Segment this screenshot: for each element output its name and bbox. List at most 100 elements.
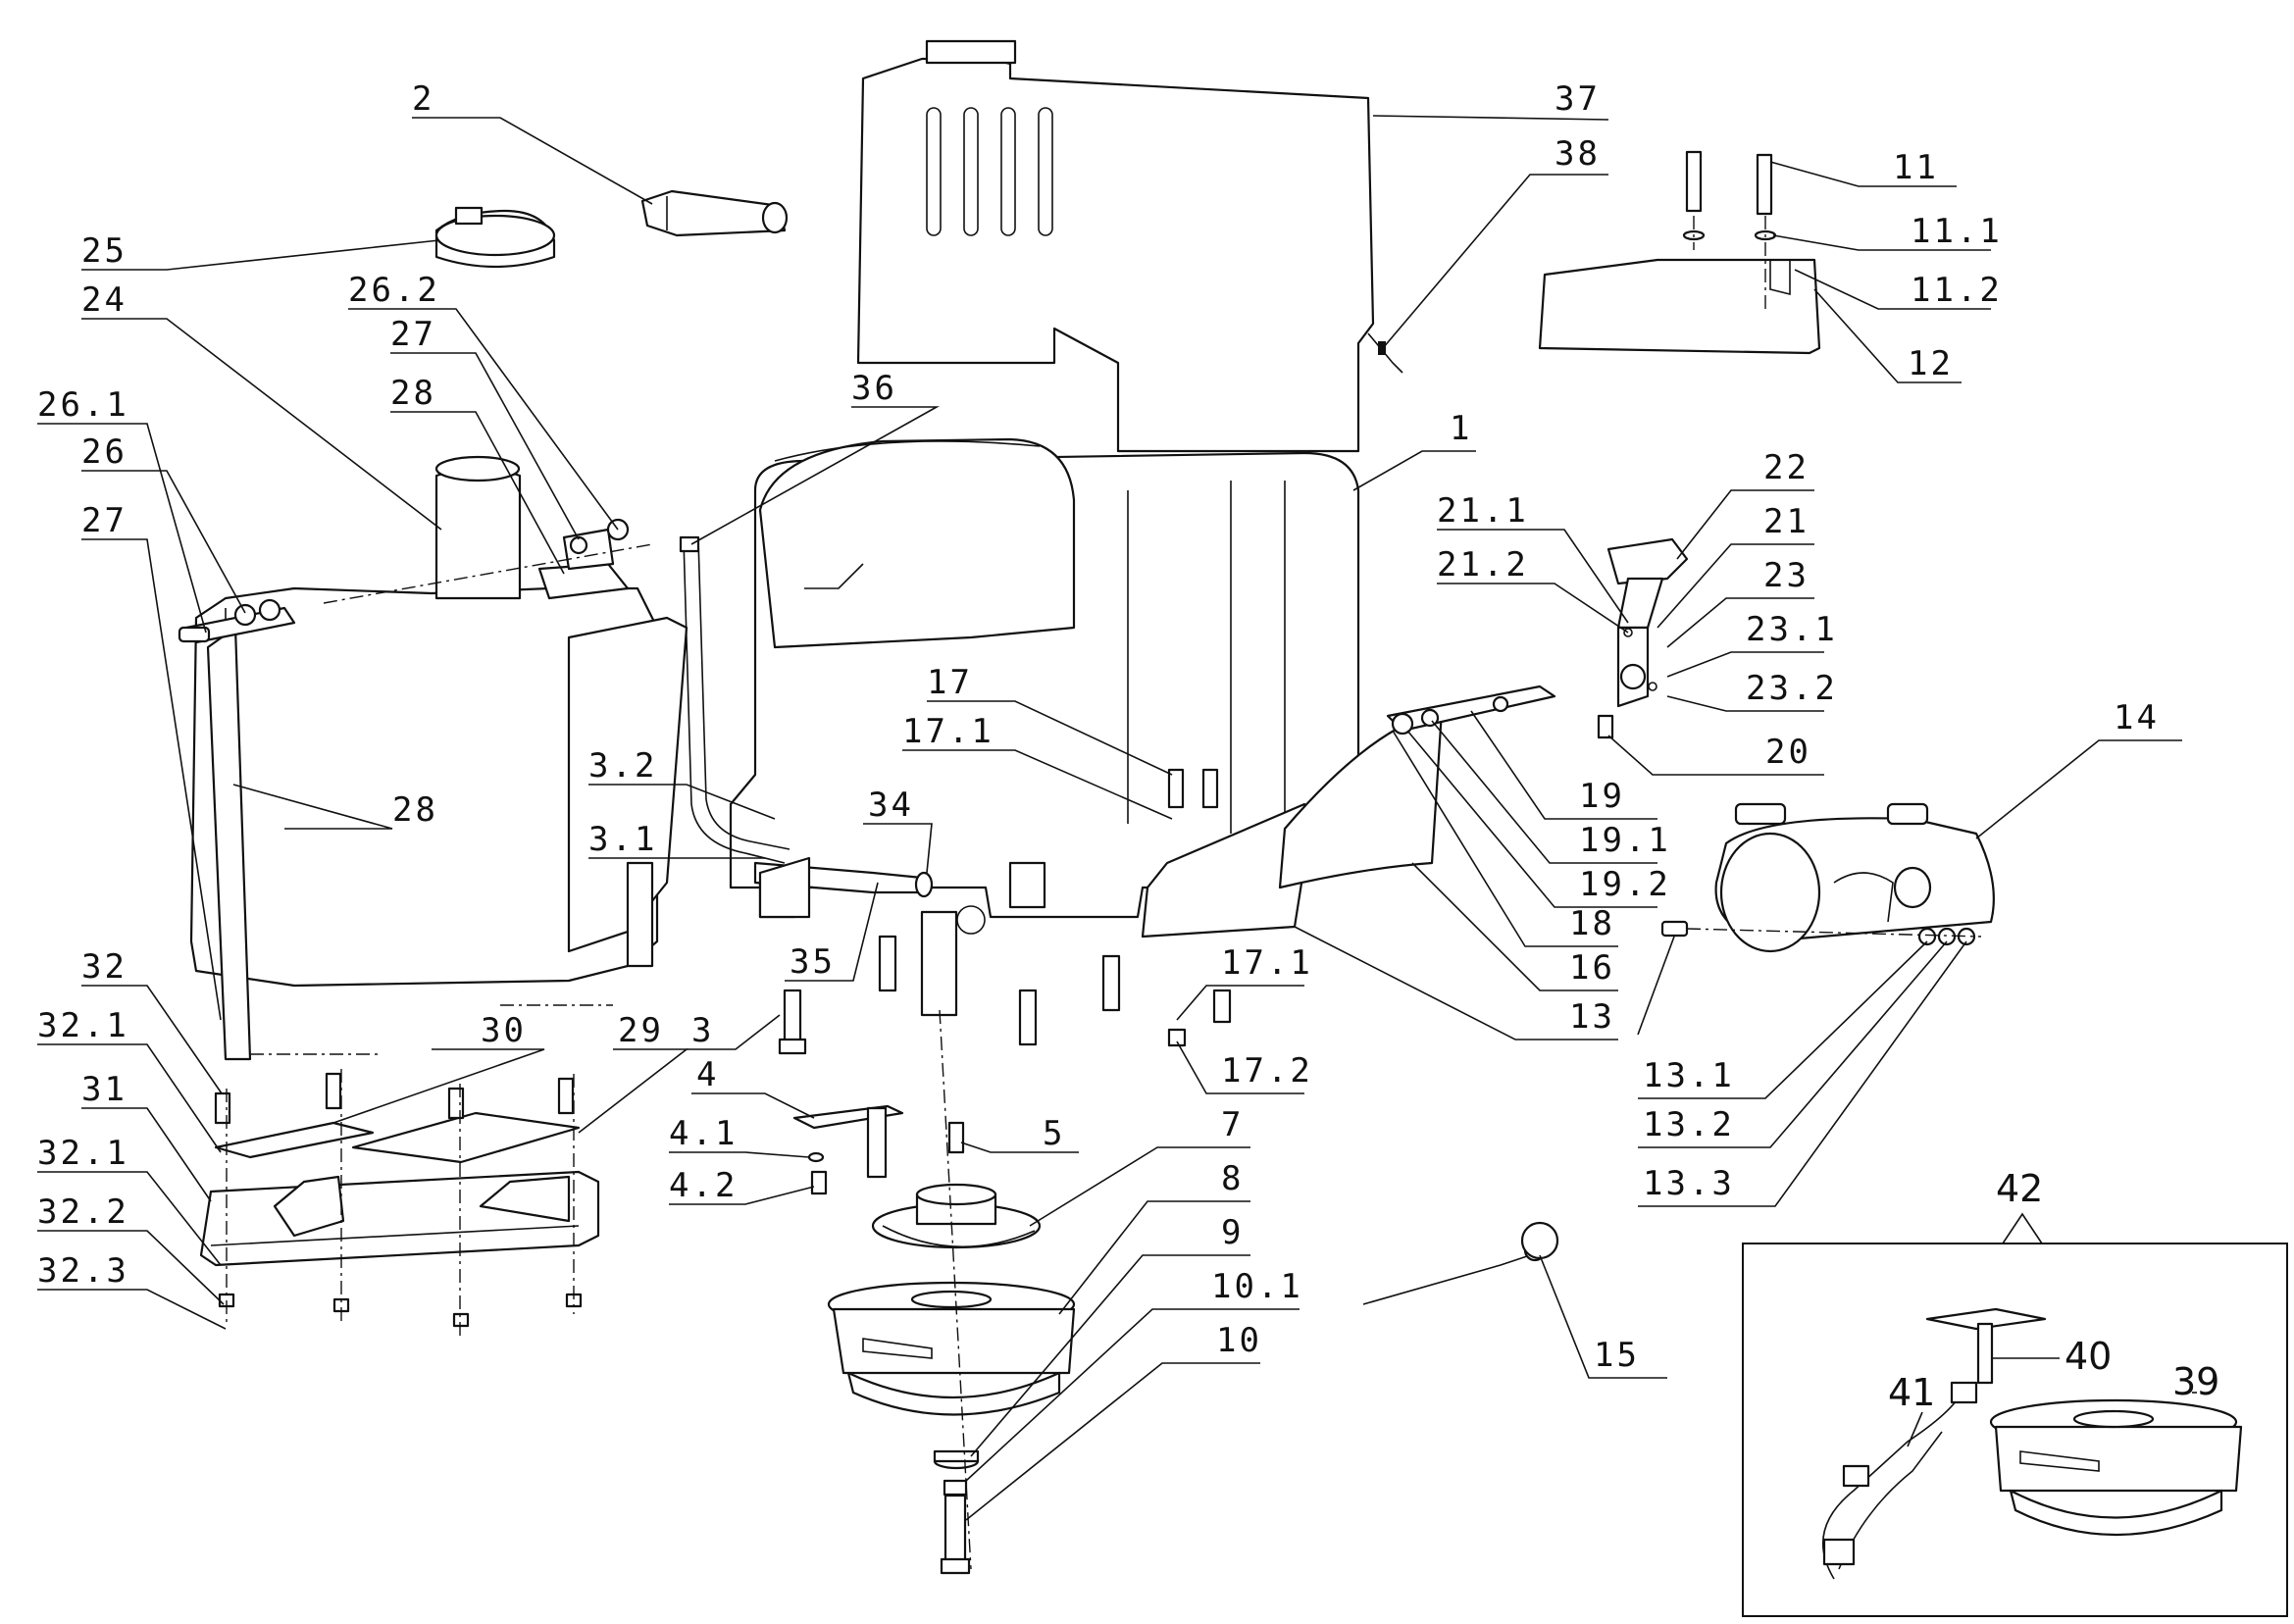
bar-19	[1386, 685, 1556, 736]
svg-text:27: 27	[390, 315, 436, 354]
callout-36: 36	[690, 369, 941, 545]
svg-text:13: 13	[1569, 997, 1615, 1037]
svg-text:26.2: 26.2	[348, 271, 440, 310]
svg-text:7: 7	[1221, 1105, 1244, 1144]
svg-text:27: 27	[81, 501, 127, 540]
callout-19: 19	[1470, 710, 1657, 820]
callout-10-1: 10.1	[965, 1267, 1303, 1482]
callout-26-2: 26.2	[348, 271, 619, 531]
callout-23: 23	[1666, 556, 1814, 648]
svg-text:13.3: 13.3	[1643, 1164, 1735, 1203]
svg-text:26: 26	[81, 432, 127, 472]
svg-text:42: 42	[1996, 1167, 2043, 1210]
svg-text:19.1: 19.1	[1579, 821, 1671, 860]
callout-37: 37	[1372, 79, 1609, 121]
callout-4: 4	[691, 1055, 815, 1119]
callout-3-2: 3.2	[588, 746, 776, 820]
svg-text:23.1: 23.1	[1746, 610, 1838, 649]
callout-21: 21	[1657, 502, 1814, 629]
mount-bracket	[758, 856, 811, 919]
callout-32-2: 32.2	[37, 1193, 225, 1305]
svg-text:23.2: 23.2	[1746, 669, 1838, 708]
svg-text:12: 12	[1908, 344, 1954, 383]
svg-text:17: 17	[927, 663, 973, 702]
svg-text:32.3: 32.3	[37, 1251, 129, 1291]
callout-16: 16	[1411, 862, 1618, 991]
callout-39: 39	[2172, 1360, 2219, 1403]
svg-text:25: 25	[81, 231, 127, 271]
fuel-strap	[184, 598, 296, 1061]
callout-3-1: 3.1	[588, 820, 765, 859]
clutch-8	[827, 1281, 1076, 1416]
svg-text:40: 40	[2065, 1335, 2112, 1378]
svg-text:26.1: 26.1	[37, 385, 129, 425]
svg-text:15: 15	[1594, 1336, 1640, 1375]
callout-31: 31	[81, 1070, 212, 1202]
callout-7: 7	[1029, 1105, 1250, 1227]
svg-text:19: 19	[1579, 777, 1625, 816]
callout-2: 2	[412, 79, 653, 205]
inset-wiring-41	[1821, 1381, 1978, 1580]
svg-text:22: 22	[1763, 448, 1810, 487]
callout-12: 12	[1813, 288, 1962, 383]
callout-3: 3	[687, 1011, 781, 1050]
callout-4-1: 4.1	[669, 1114, 810, 1158]
svg-text:19.2: 19.2	[1579, 865, 1671, 904]
plate-29	[351, 1111, 581, 1164]
callout-32-1a: 32.1	[37, 1006, 222, 1153]
svg-text:20: 20	[1765, 733, 1811, 772]
bolt-3	[778, 989, 807, 1055]
callout-15: 15	[1539, 1254, 1667, 1379]
callout-40: 40	[1992, 1335, 2112, 1378]
callout-10: 10	[965, 1321, 1262, 1521]
plate-30	[214, 1121, 375, 1159]
engine-block	[729, 437, 1360, 935]
svg-text:10: 10	[1216, 1321, 1262, 1360]
svg-text:23: 23	[1763, 556, 1810, 595]
svg-text:8: 8	[1221, 1159, 1244, 1198]
svg-text:18: 18	[1569, 904, 1615, 943]
callout-23-2: 23.2	[1666, 669, 1838, 712]
heat-shield-13	[1141, 709, 1444, 939]
svg-text:30: 30	[481, 1011, 527, 1050]
svg-text:9: 9	[1221, 1213, 1244, 1252]
callout-20: 20	[1607, 733, 1824, 776]
bolt-row	[878, 768, 1232, 1047]
callout-21-2: 21.2	[1437, 545, 1629, 634]
callout-9: 9	[970, 1213, 1250, 1457]
muffler-14	[1714, 802, 1995, 953]
callout-35: 35	[785, 882, 879, 982]
svg-text:36: 36	[851, 369, 897, 408]
svg-text:21.2: 21.2	[1437, 545, 1529, 584]
bracket-26-2	[562, 518, 630, 571]
callout-4-2: 4.2	[669, 1166, 815, 1205]
callout-11-1: 11.1	[1772, 212, 2003, 251]
pulley-7	[871, 1183, 1042, 1249]
svg-text:11.1: 11.1	[1911, 212, 2003, 251]
svg-text:3.2: 3.2	[588, 746, 657, 786]
crankshaft	[920, 910, 958, 1017]
svg-text:37: 37	[1555, 79, 1601, 119]
callout-17-1a: 17.1	[902, 712, 1173, 820]
svg-text:21: 21	[1763, 502, 1810, 541]
svg-text:28: 28	[390, 374, 436, 413]
callout-5: 5	[960, 1114, 1079, 1153]
svg-text:31: 31	[81, 1070, 127, 1109]
callout-42: 42	[1996, 1167, 2043, 1210]
callout-41: 41	[1888, 1371, 1935, 1447]
shroud-12	[1538, 150, 1821, 355]
inset-box	[1742, 1212, 2288, 1617]
callout-26-1: 26.1	[37, 385, 207, 634]
svg-text:38: 38	[1555, 134, 1601, 174]
callout-28a: 28	[390, 374, 565, 575]
callout-21-1: 21.1	[1437, 491, 1629, 624]
inset-plate-40	[1925, 1307, 2047, 1385]
callout-19-1: 19.1	[1431, 720, 1671, 864]
callout-26: 26	[81, 432, 246, 614]
svg-text:11.2: 11.2	[1911, 271, 2003, 310]
svg-text:3.1: 3.1	[588, 820, 657, 859]
callout-27a: 27	[390, 315, 580, 540]
key-5	[947, 1121, 965, 1154]
svg-text:10.1: 10.1	[1211, 1267, 1303, 1306]
